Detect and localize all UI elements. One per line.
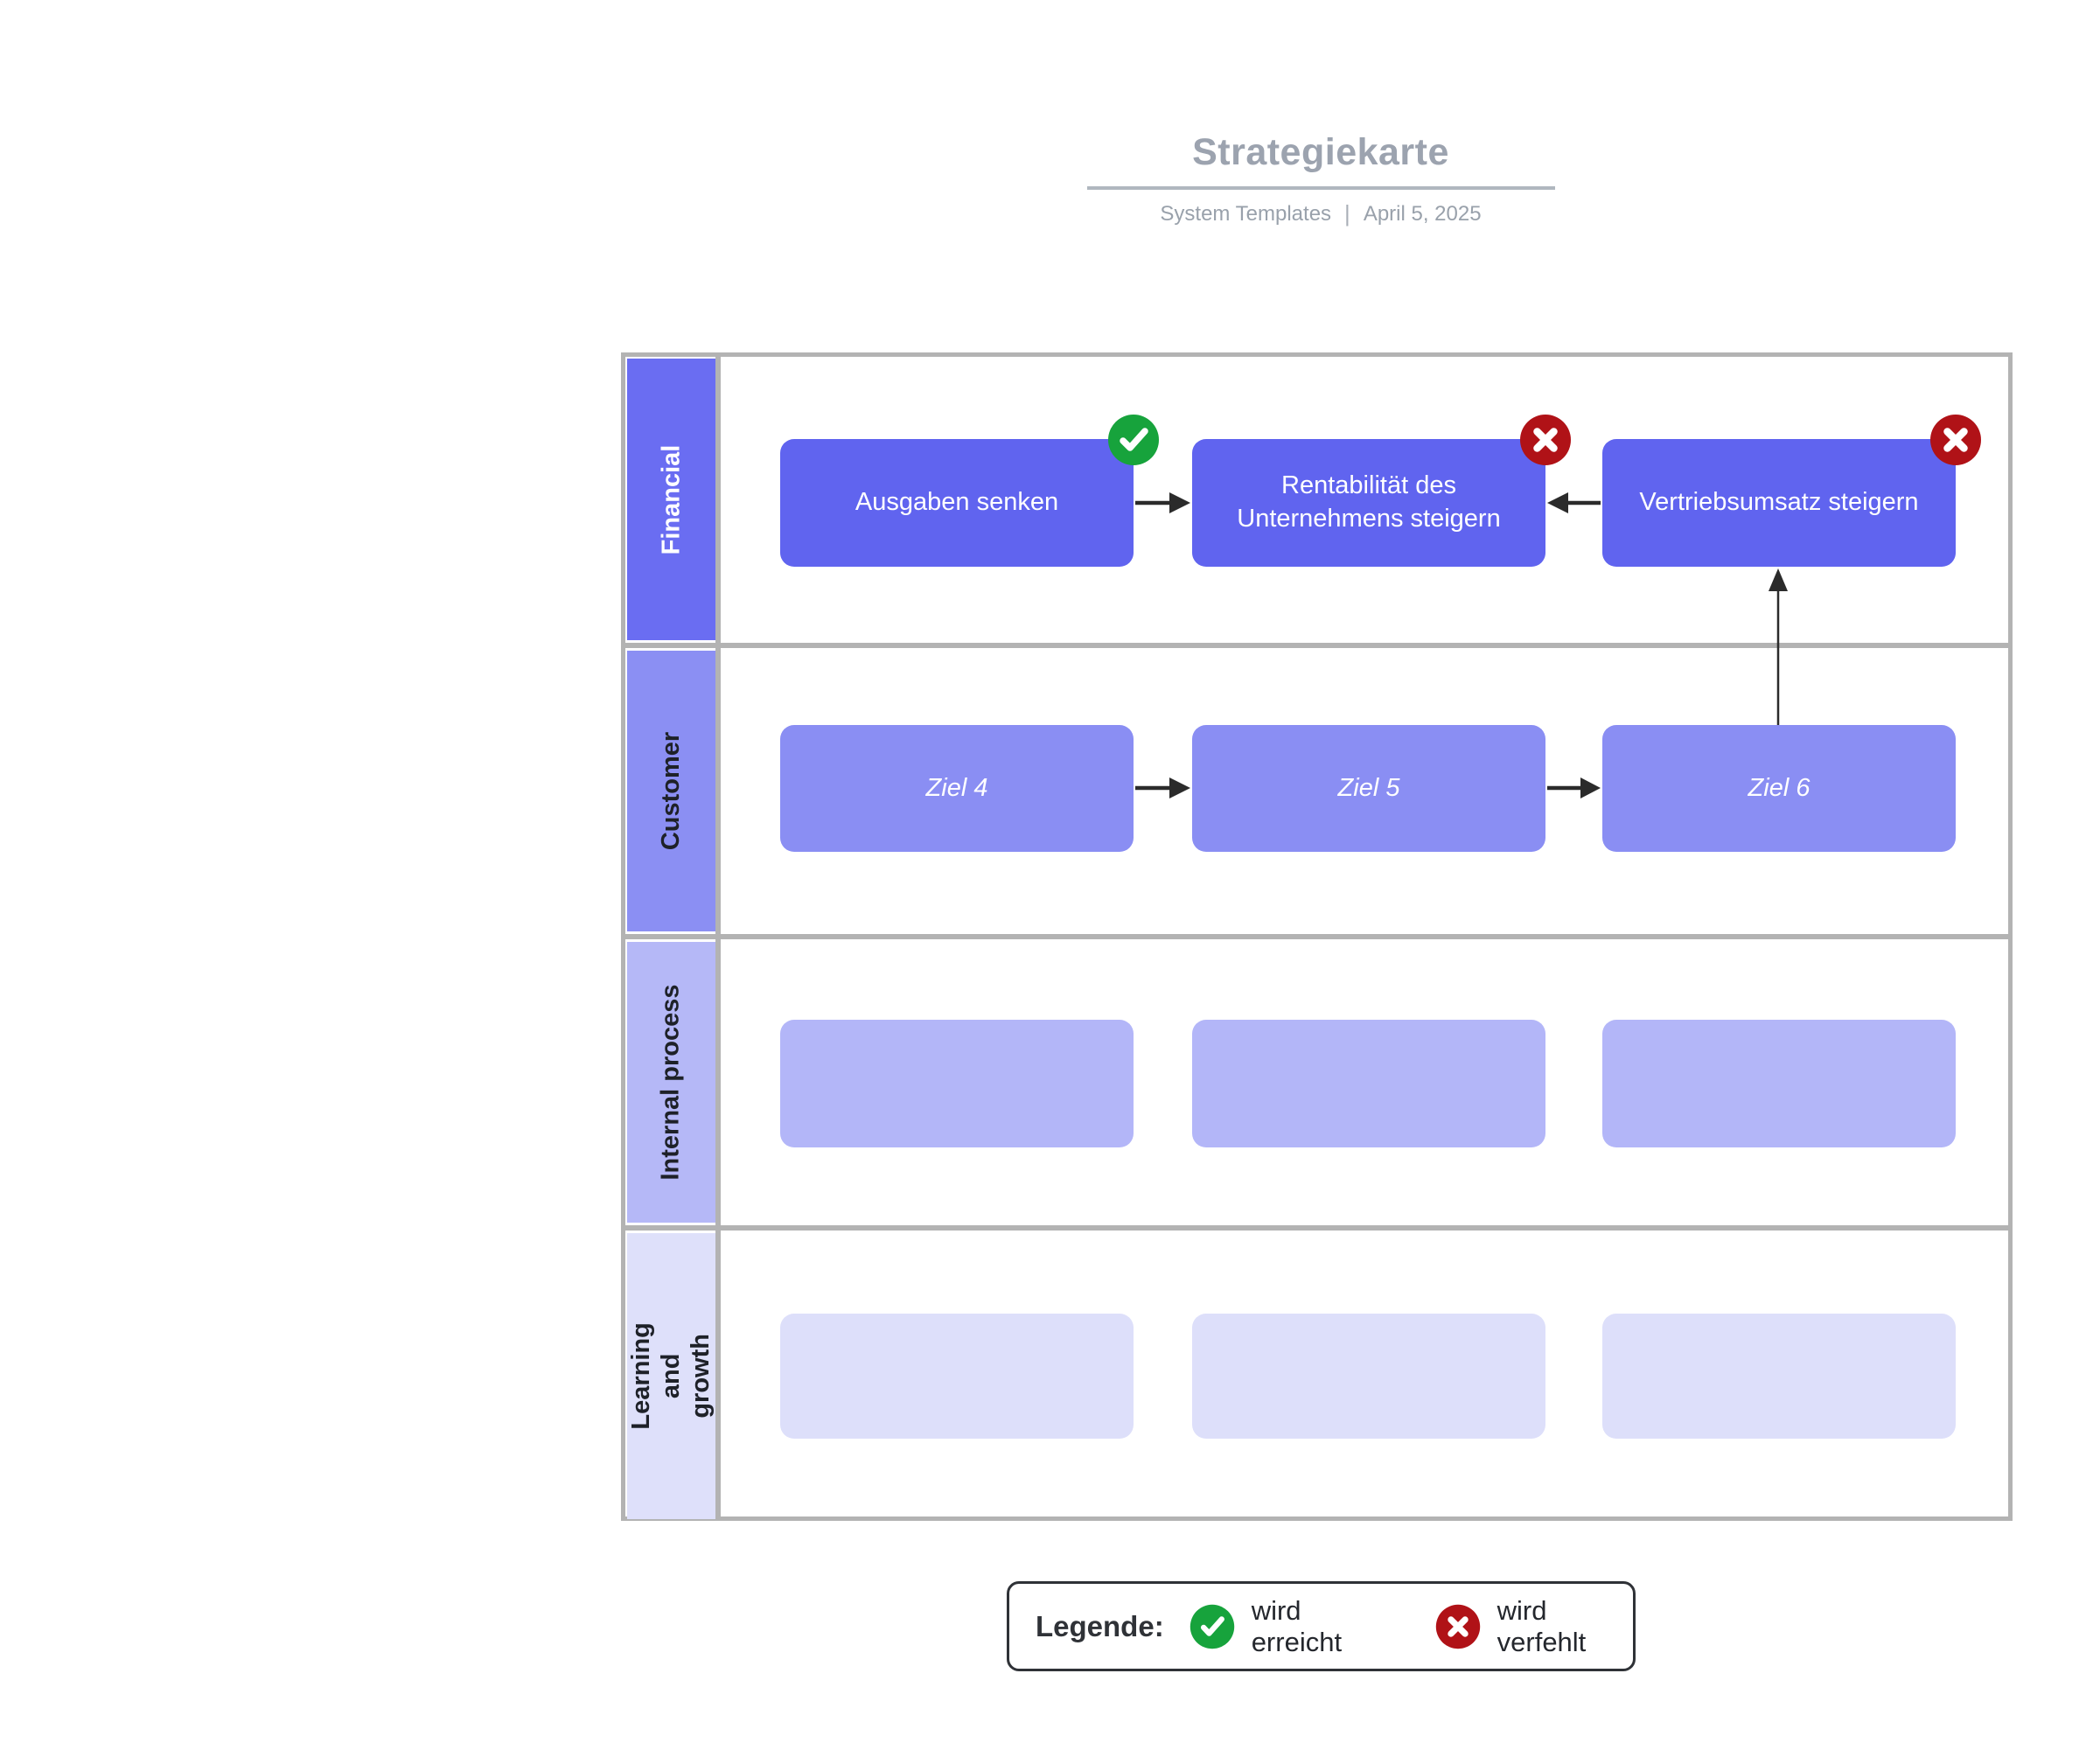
node-placeholder-learning-2[interactable] — [1192, 1314, 1545, 1439]
node-placeholder-internal-2[interactable] — [1192, 1020, 1545, 1147]
node-placeholder-learning-3[interactable] — [1602, 1314, 1956, 1439]
row-divider-3 — [625, 1225, 2008, 1231]
node-ziel-4[interactable]: Ziel 4 — [780, 725, 1134, 852]
node-ziel-6[interactable]: Ziel 6 — [1602, 725, 1956, 852]
row-divider-1 — [625, 643, 2008, 648]
lane-label-customer[interactable]: Customer — [627, 651, 715, 931]
check-icon — [1107, 414, 1160, 466]
x-icon — [1434, 1603, 1482, 1650]
legend: Legende: wird erreicht wird verfehlt — [1007, 1581, 1636, 1671]
node-text: Rentabilität des Unternehmens steigern — [1237, 471, 1501, 533]
legend-title: Legende: — [1036, 1609, 1164, 1642]
node-text: Ausgaben senken — [855, 488, 1059, 517]
lane-label-internal-process[interactable]: Internal process — [627, 942, 715, 1223]
node-placeholder-learning-1[interactable] — [780, 1314, 1134, 1439]
subtitle-divider: | — [1344, 200, 1350, 227]
x-icon — [1929, 414, 1982, 466]
lane-label-text: Customer — [657, 731, 686, 851]
node-text: Ziel 6 — [1748, 773, 1810, 802]
date-label: April 5, 2025 — [1363, 201, 1482, 226]
legend-achieved-label: wird erreicht — [1251, 1594, 1343, 1657]
lane-label-text: Learning and growth — [627, 1322, 715, 1430]
x-icon — [1519, 414, 1572, 466]
node-text: Ziel 5 — [1337, 773, 1400, 802]
title-underline — [1087, 186, 1555, 190]
row-divider-2 — [625, 934, 2008, 939]
node-rentabilitaet-steigern[interactable]: Rentabilität des Unternehmens steigern — [1192, 439, 1545, 567]
lane-label-text: Internal process — [657, 984, 685, 1181]
page-title: Strategiekarte — [1192, 131, 1449, 173]
lane-label-text: Financial — [657, 444, 686, 554]
check-icon — [1189, 1603, 1236, 1650]
node-text: Ziel 4 — [925, 773, 988, 802]
node-placeholder-internal-3[interactable] — [1602, 1020, 1956, 1147]
legend-missed-label: wird verfehlt — [1497, 1594, 1587, 1657]
lane-label-learning-growth[interactable]: Learning and growth — [627, 1233, 715, 1519]
node-placeholder-internal-1[interactable] — [780, 1020, 1134, 1147]
lane-label-financial[interactable]: Financial — [627, 359, 715, 640]
author-label: System Templates — [1160, 201, 1332, 226]
node-ausgaben-senken[interactable]: Ausgaben senken — [780, 439, 1134, 567]
node-vertriebsumsatz-steigern[interactable]: Vertriebsumsatz steigern — [1602, 439, 1956, 567]
subtitle: System Templates | April 5, 2025 — [971, 200, 1671, 227]
node-ziel-5[interactable]: Ziel 5 — [1192, 725, 1545, 852]
node-text: Vertriebsumsatz steigern — [1639, 488, 1919, 517]
